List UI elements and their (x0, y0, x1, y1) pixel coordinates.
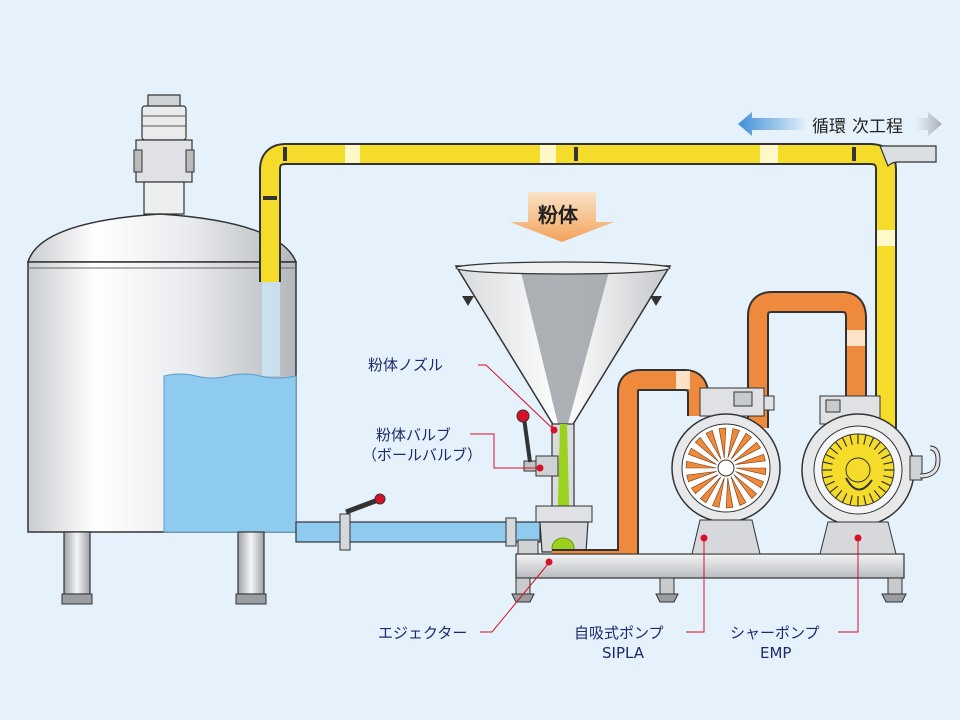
rotor-tooth (877, 485, 887, 493)
rotor-tooth (849, 495, 853, 506)
sipla-impeller (685, 427, 767, 509)
mixing-tank (26, 94, 298, 605)
tank-leg-right (237, 531, 265, 595)
impeller-blade (727, 428, 740, 459)
impeller-blade (735, 453, 766, 465)
shear-pump (801, 395, 941, 555)
self-priming-pump-model: SIPLA (602, 644, 645, 662)
impeller-blade (733, 441, 761, 462)
gearbox (135, 139, 193, 183)
rotor-tooth (825, 453, 835, 460)
rotor-tooth (873, 489, 881, 499)
arrow-down-icon (510, 192, 614, 242)
impeller-blade (691, 474, 719, 495)
rotor-tooth (863, 434, 867, 445)
rotor-tooth (868, 493, 875, 503)
rotor-tooth (883, 461, 894, 465)
impeller-blade (730, 476, 747, 506)
shear-pump-label: シャーポンプ (730, 624, 820, 642)
rotor-tooth (883, 475, 894, 479)
agitator-motor (141, 105, 187, 141)
pump-base (511, 553, 907, 603)
hopper (454, 261, 672, 427)
circulation-label: 循環 (812, 117, 846, 137)
rotor-tooth (849, 434, 853, 445)
tank-liquid (163, 373, 297, 533)
inlet-valve-body (339, 513, 351, 551)
callouts: 粉体ノズル 粉体バルブ （ボールバルブ） エジェクター 自吸式ポンプ SIPLA… (362, 356, 862, 662)
rotor-tooth (841, 437, 848, 447)
impeller-blade (725, 477, 734, 509)
transfer-pipe (552, 291, 867, 571)
powder-valve-marker (536, 464, 544, 472)
impeller-blade (735, 471, 764, 489)
impeller-blade (686, 471, 717, 483)
rotor-tooth (881, 453, 891, 460)
tank-leg-left (63, 531, 91, 595)
rotor-tooth (863, 495, 867, 506)
impeller-blade (688, 447, 717, 465)
impeller-blade (685, 460, 717, 469)
ejector-marker (545, 558, 553, 566)
ejector-label: エジェクター (378, 624, 467, 642)
self-priming-pump-marker (700, 534, 708, 542)
rotor-tooth (829, 447, 839, 455)
impeller-blade (735, 467, 767, 476)
rotor-tooth (881, 480, 891, 487)
rotor-tooth (873, 441, 881, 451)
shear-pump-model: EMP (760, 644, 791, 662)
arrow-right-icon (916, 112, 942, 136)
rotor-tooth (829, 485, 839, 493)
shear-pump-marker (854, 534, 862, 542)
inlet-valve-handle[interactable] (345, 497, 379, 515)
powder-nozzle-marker (550, 426, 558, 434)
inlet-valve-knob[interactable] (374, 493, 386, 505)
flow-direction-indicator: 循環 次工程 (738, 112, 942, 137)
rotor-tooth (825, 480, 835, 487)
powder-feed-indicator: 粉体 (510, 192, 614, 242)
next-process-outlet (879, 145, 937, 168)
powder-label: 粉体 (538, 203, 579, 227)
impeller-blade (730, 432, 753, 460)
rotor-tooth (868, 437, 875, 447)
impeller-blade (705, 430, 722, 460)
powder-valve-sublabel: （ボールバルブ） (362, 446, 482, 464)
self-priming-pump-label: 自吸式ポンプ (574, 624, 664, 642)
motor-cap (147, 94, 181, 108)
inlet-pipe (295, 493, 541, 551)
impeller-blade (699, 476, 722, 504)
powder-nozzle-label: 粉体ノズル (368, 356, 443, 374)
impeller-blade (733, 474, 758, 499)
rotor-tooth (877, 447, 887, 455)
ball-valve-handle[interactable] (522, 417, 532, 463)
emp-rotor-teeth (822, 434, 894, 506)
next-process-label: 次工程 (852, 117, 903, 137)
impeller-blade (694, 437, 719, 462)
rotor-tooth (835, 489, 843, 499)
circulation-pipe (259, 143, 937, 470)
impeller-blade (712, 477, 725, 508)
ball-valve-knob[interactable] (516, 409, 530, 423)
rotor-tooth (841, 493, 848, 503)
arrow-left-icon (738, 112, 808, 136)
self-priming-pump (671, 387, 781, 555)
tank-dome (26, 213, 298, 263)
impeller-blade (718, 427, 727, 459)
rotor-tooth (822, 461, 833, 465)
rotor-tooth (822, 475, 833, 479)
powder-valve-label: 粉体バルブ (376, 426, 451, 444)
rotor-tooth (835, 441, 843, 451)
